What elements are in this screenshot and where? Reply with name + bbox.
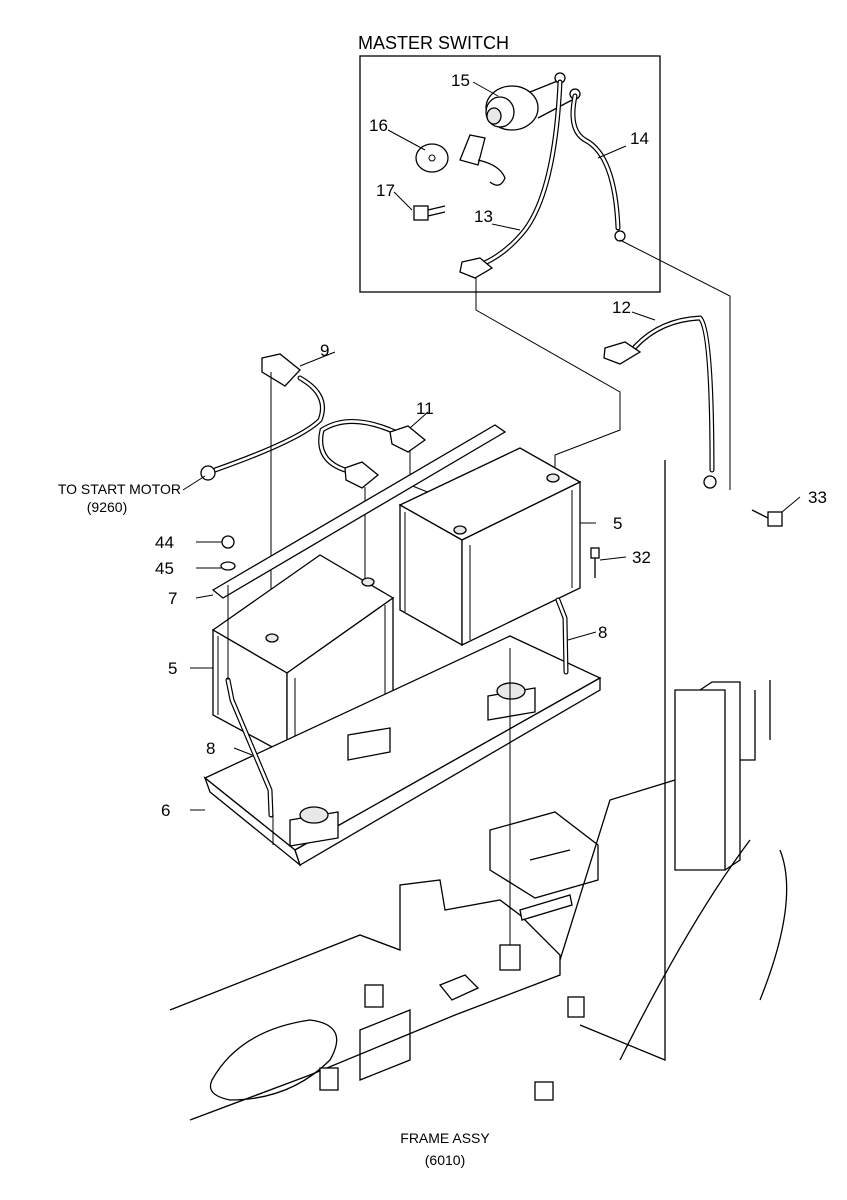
callout-12: 12 [612, 298, 631, 317]
callout-32: 32 [632, 548, 651, 567]
start-motor-label: TO START MOTOR [58, 481, 181, 497]
callout-5-left: 5 [168, 659, 177, 678]
callout-14: 14 [630, 129, 649, 148]
callout-9: 9 [320, 341, 329, 360]
callout-11: 11 [416, 399, 434, 418]
hold-down-bar-part-7 [211, 424, 507, 599]
bolt-part-33 [751, 509, 783, 527]
bolt-part-32 [590, 547, 600, 578]
nut-part-44 [221, 535, 235, 549]
callout-6: 6 [161, 801, 170, 820]
callout-45: 45 [155, 559, 174, 578]
frame-assembly [169, 460, 788, 1121]
frame-assy-ref: (6010) [425, 1152, 465, 1168]
callout-13: 13 [474, 207, 493, 226]
callout-8-right: 8 [598, 623, 607, 642]
master-switch-part-15 [485, 72, 581, 131]
start-motor-ref: (9260) [87, 499, 127, 515]
callout-5-right: 5 [613, 514, 622, 533]
frame-assy-label: FRAME ASSY [400, 1130, 490, 1146]
callout-7: 7 [168, 589, 177, 608]
callout-17: 17 [376, 181, 395, 200]
battery-tray-part-6 [203, 635, 602, 867]
battery-left-part-5 [211, 554, 395, 757]
callout-16: 16 [369, 116, 388, 135]
callout-15: 15 [451, 71, 470, 90]
bolt-part-17 [413, 205, 446, 221]
callout-8-left: 8 [206, 739, 215, 758]
master-switch-inset: MASTER SWITCH [358, 33, 661, 293]
washer-part-45 [220, 561, 236, 571]
inset-title: MASTER SWITCH [358, 33, 509, 53]
washer-part-16 [415, 143, 449, 173]
callout-44: 44 [155, 533, 174, 552]
key-part [459, 134, 506, 186]
battery-right-part-5 [398, 447, 582, 647]
callout-33: 33 [808, 488, 827, 507]
